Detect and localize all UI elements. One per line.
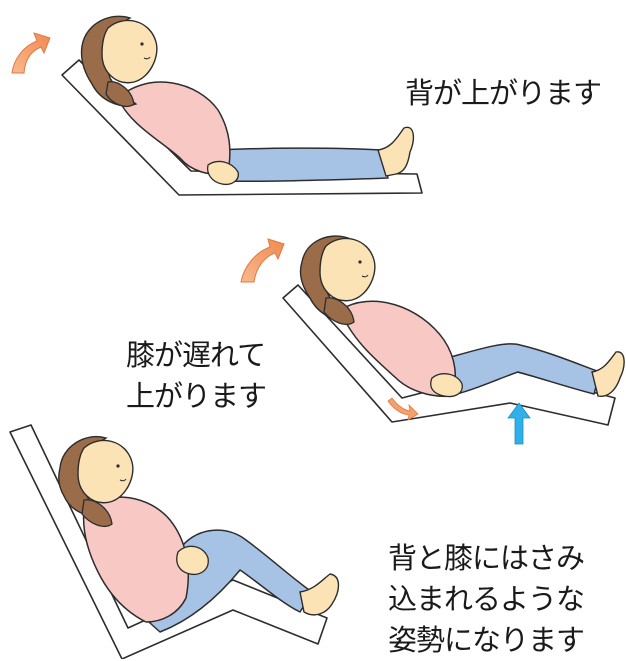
eye-1 <box>140 42 144 46</box>
foot-3 <box>299 573 340 616</box>
scene-2-knees-raised <box>240 235 625 445</box>
eye-2 <box>358 260 362 264</box>
hand-1 <box>206 160 239 186</box>
mouth-2 <box>361 274 369 278</box>
face-1 <box>101 19 158 84</box>
bed-frame-2 <box>282 284 616 426</box>
hair-tail-1 <box>105 81 135 108</box>
hair-tail-3 <box>81 499 113 528</box>
eye-3 <box>116 464 120 468</box>
caption-line: 姿勢になります <box>388 623 585 657</box>
caption-line: 上がります <box>126 379 267 413</box>
curved-up-arrow-icon <box>240 238 285 283</box>
face-2 <box>319 237 376 302</box>
caption-back-raises: 背が上がります <box>405 73 602 114</box>
slide-arrow-icon <box>387 397 419 421</box>
scene-3-compressed-posture <box>9 424 340 659</box>
curved-up-arrow-icon <box>11 32 51 74</box>
foot-2 <box>591 351 625 397</box>
caption-line: 背と膝にはさみ <box>388 541 585 575</box>
caption-line: 膝が遅れて <box>126 338 266 372</box>
face-3 <box>77 439 134 504</box>
caption-knees-delayed: 膝が遅れて 上がります <box>126 335 267 417</box>
hand-3 <box>176 545 209 576</box>
scene-1-back-raised <box>11 15 423 196</box>
legs-1 <box>214 147 389 183</box>
torso-3 <box>82 496 189 623</box>
hand-2 <box>430 373 463 398</box>
hair-tail-2 <box>323 297 355 326</box>
foot-1 <box>377 126 415 177</box>
mouth-1 <box>143 56 151 60</box>
caption-line: 込まれるような <box>388 582 585 616</box>
caption-compressed-posture: 背と膝にはさみ 込まれるような 姿勢になります <box>388 538 585 661</box>
bed-frame-1 <box>61 59 423 196</box>
caption-line: 背が上がります <box>405 76 602 110</box>
up-arrow-icon <box>507 402 531 445</box>
mouth-3 <box>119 478 127 482</box>
